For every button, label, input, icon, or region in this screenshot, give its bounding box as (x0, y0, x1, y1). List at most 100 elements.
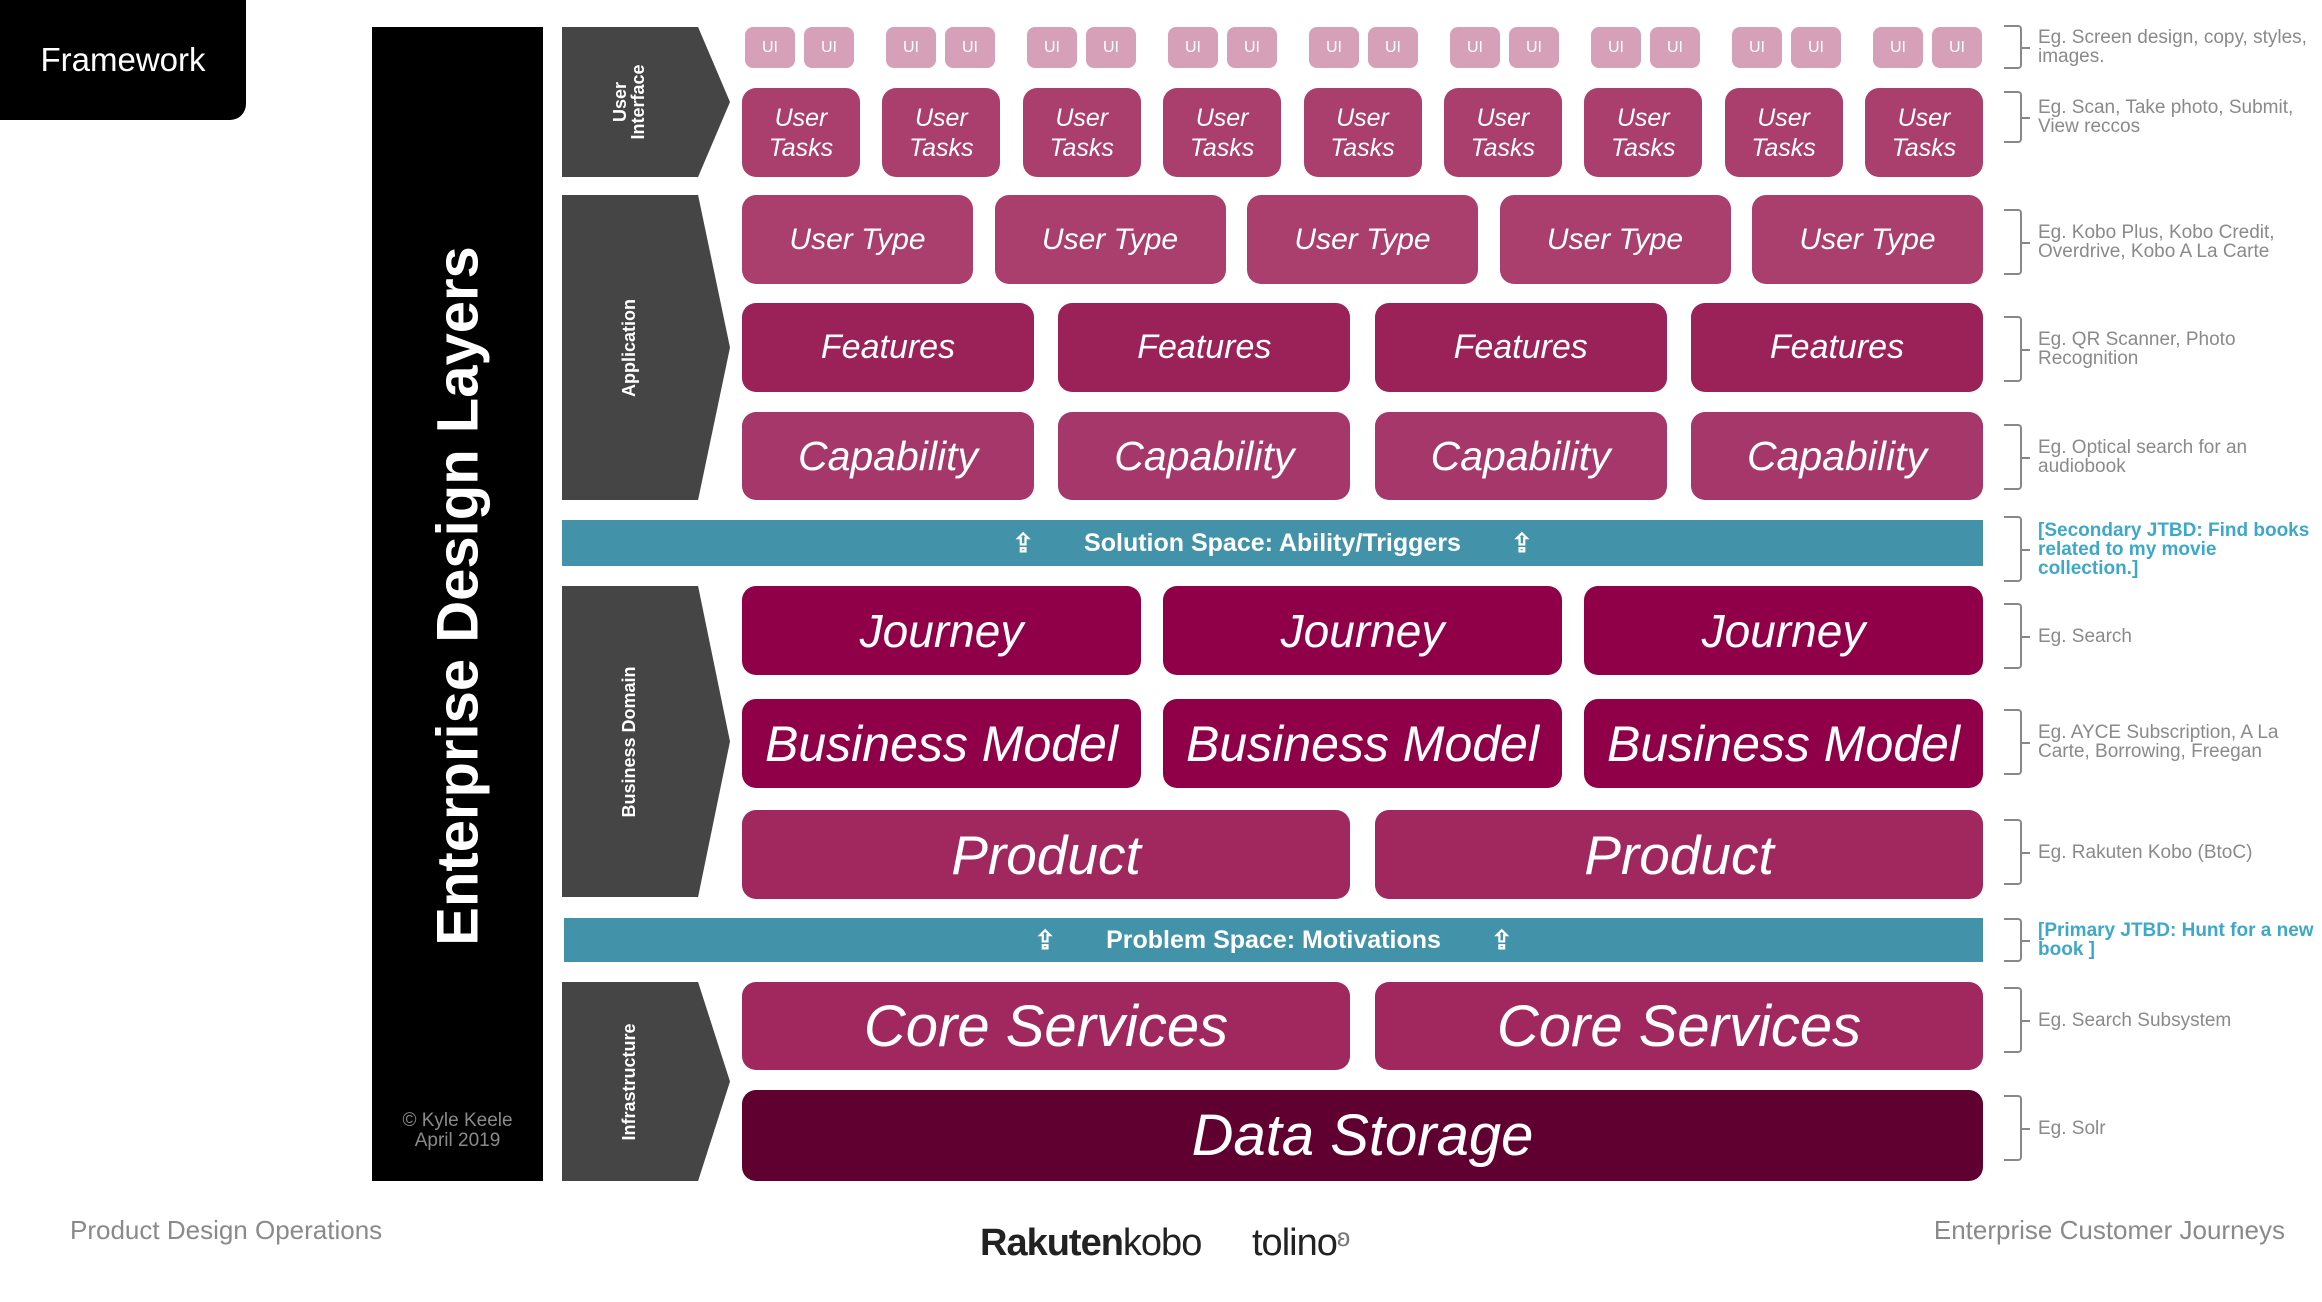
bracket-icon (2004, 987, 2030, 1053)
data-storage-box: Data Storage (742, 1090, 1983, 1181)
capability-box: Capability (742, 412, 1034, 500)
core-services-box: Core Services (1375, 982, 1983, 1070)
annotation: Eg. Optical search for an audiobook (2004, 415, 2314, 499)
up-arrow-icon: ⇪ (1012, 527, 1035, 558)
ui-box: UI (804, 27, 854, 68)
bracket-icon (2004, 1095, 2030, 1161)
annotation: [Secondary JTBD: Find books related to m… (2004, 512, 2314, 586)
bracket-icon (2004, 918, 2030, 962)
business-model-box: Business Model (1584, 699, 1983, 788)
up-arrow-icon: ⇪ (1034, 924, 1057, 955)
tolino-logo: tolinoʚ (1252, 1222, 1350, 1264)
journey-box: Journey (742, 586, 1141, 675)
layer-label: Business Domain (619, 665, 640, 818)
ui-box: UI (1450, 27, 1500, 68)
user-tasks-box: User Tasks (742, 88, 860, 177)
ui-box: UI (1168, 27, 1218, 68)
bracket-icon (2004, 819, 2030, 885)
footer-right: Enterprise Customer Journeys (1933, 1215, 2285, 1245)
ui-box: UI (1227, 27, 1277, 68)
bracket-icon (2004, 603, 2030, 669)
example-note: Eg. Search Subsystem (2038, 1009, 2232, 1031)
capability-box: Capability (1374, 412, 1667, 500)
user-type-box: User Type (1247, 195, 1478, 284)
user-type-box: User Type (742, 195, 973, 284)
example-note: Eg. Rakuten Kobo (BtoC) (2038, 841, 2253, 863)
layer-label: User Interface (610, 64, 649, 140)
bracket-icon (2004, 25, 2030, 69)
bracket-icon (2004, 709, 2030, 775)
example-note: Eg. QR Scanner, Photo Recognition (2038, 329, 2236, 369)
user-tasks-box: User Tasks (1724, 88, 1843, 177)
ui-box: UI (1650, 27, 1700, 68)
jtbd-note: [Secondary JTBD: Find books related to m… (2038, 519, 2310, 579)
user-tasks-box: User Tasks (1865, 88, 1983, 177)
copyright-date: April 2019 (414, 1130, 501, 1151)
ui-box: UI (1368, 27, 1418, 68)
annotation: Eg. AYCE Subscription, A La Carte, Borro… (2004, 700, 2314, 784)
ui-box: UI (886, 27, 936, 68)
ui-box: UI (1791, 27, 1841, 68)
business-model-box: Business Model (1163, 699, 1562, 788)
annotation: [Primary JTBD: Hunt for a new book ] (2004, 915, 2314, 965)
journey-box: Journey (1584, 586, 1983, 675)
core-services-box: Core Services (742, 982, 1350, 1070)
ui-box: UI (1027, 27, 1077, 68)
solution-space-band: ⇪ Solution Space: Ability/Triggers ⇪ (562, 520, 1983, 566)
features-box: Features (1374, 303, 1667, 392)
user-tasks-box: User Tasks (1443, 88, 1562, 177)
ui-box: UI (1732, 27, 1782, 68)
layer-application: Application (562, 195, 730, 500)
product-box: Product (1375, 810, 1983, 899)
user-tasks-box: User Tasks (1022, 88, 1141, 177)
framework-tab: Framework (0, 0, 246, 120)
bracket-icon (2004, 516, 2030, 582)
ui-box: UI (1509, 27, 1559, 68)
rakuten-kobo-logo: Rakutenkobo (980, 1222, 1202, 1264)
copyright: © Kyle Keele April 2019 (372, 1111, 543, 1151)
up-arrow-icon: ⇪ (1510, 527, 1533, 558)
user-type-box: User Type (994, 195, 1226, 284)
annotation: Eg. Search (2004, 600, 2314, 672)
capability-box: Capability (1058, 412, 1351, 500)
features-box: Features (742, 303, 1034, 392)
layer-business-domain: Business Domain (562, 586, 730, 897)
annotation: Eg. QR Scanner, Photo Recognition (2004, 307, 2314, 391)
business-model-box: Business Model (742, 699, 1141, 788)
example-note: Eg. Screen design, copy, styles, images. (2038, 27, 2307, 67)
capability-box: Capability (1690, 412, 1983, 500)
annotation: Eg. Kobo Plus, Kobo Credit, Overdrive, K… (2004, 200, 2314, 284)
capability-row: Capability Capability Capability Capability (742, 412, 1983, 500)
example-note: Eg. Solr (2038, 1117, 2106, 1139)
ui-box: UI (945, 27, 995, 68)
user-tasks-box: User Tasks (1584, 88, 1703, 177)
journey-box: Journey (1163, 586, 1562, 675)
product-row: Product Product (742, 810, 1983, 899)
example-note: Eg. Kobo Plus, Kobo Credit, Overdrive, K… (2038, 222, 2275, 262)
annotation: Eg. Search Subsystem (2004, 984, 2314, 1056)
ui-box: UI (1086, 27, 1136, 68)
ui-box: UI (1873, 27, 1923, 68)
user-tasks-box: User Tasks (882, 88, 1001, 177)
bracket-icon (2004, 91, 2030, 143)
example-note: Eg. Optical search for an audiobook (2038, 437, 2248, 477)
layer-label: Application (619, 298, 640, 397)
footer-left: Product Design Operations (70, 1215, 383, 1245)
bracket-icon (2004, 316, 2030, 382)
example-note: Eg. Scan, Take photo, Submit, View recco… (2038, 97, 2294, 137)
annotation: Eg. Scan, Take photo, Submit, View recco… (2004, 88, 2314, 146)
product-box: Product (742, 810, 1350, 899)
bracket-icon (2004, 424, 2030, 490)
layer-label: Infrastructure (619, 1022, 640, 1141)
